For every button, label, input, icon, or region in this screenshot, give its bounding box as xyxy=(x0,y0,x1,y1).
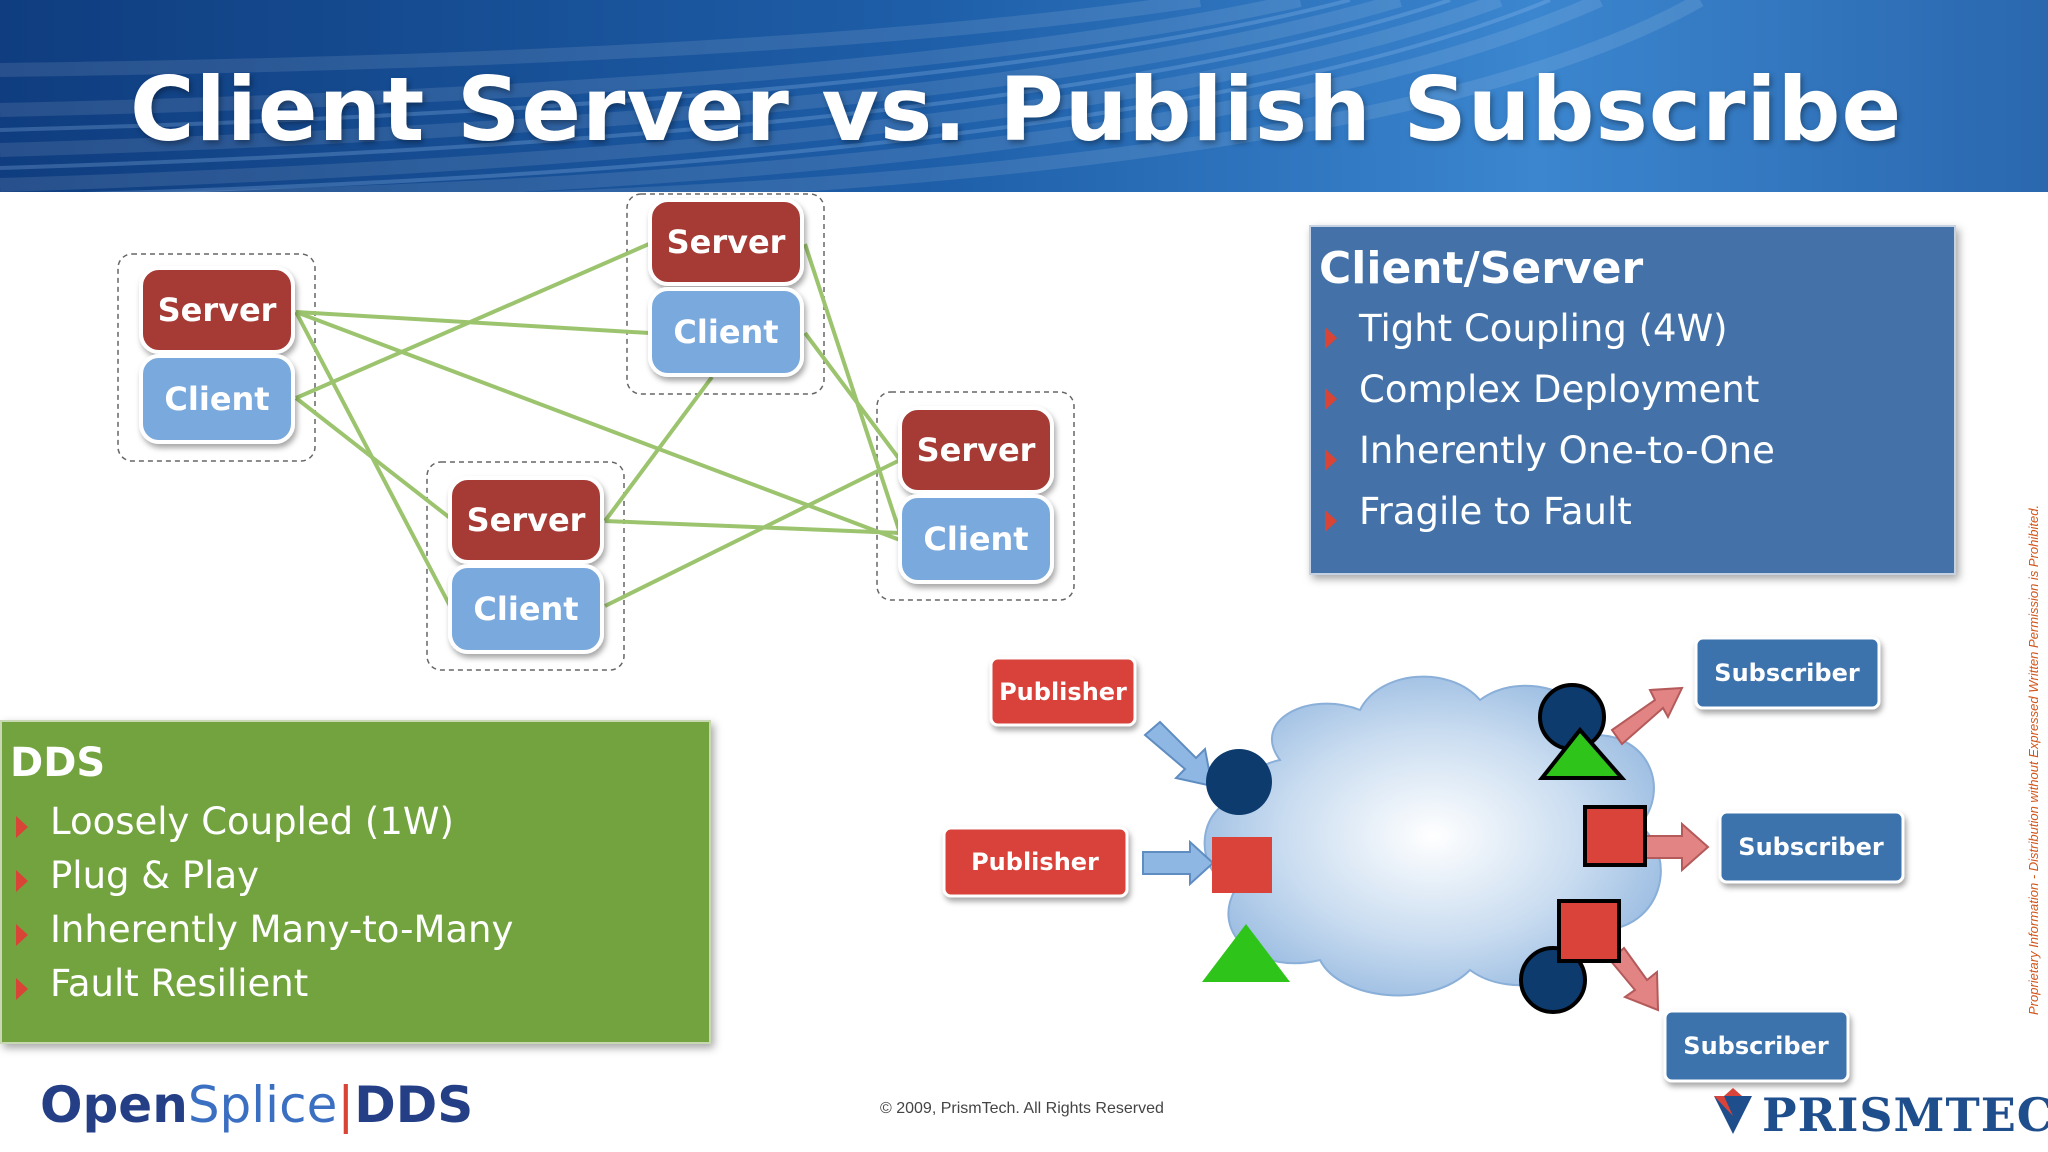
prismtech-logo-text: PRISMTECH xyxy=(1762,1088,2048,1142)
topic-square-shape xyxy=(1557,899,1621,963)
client-label: Client xyxy=(473,590,578,628)
subscriber-node xyxy=(1694,636,1881,710)
header-background-pattern xyxy=(0,0,1704,192)
dds-panel: DDS Loosely Coupled (1W) Plug & Play Inh… xyxy=(0,720,711,1044)
publisher-label: Publisher xyxy=(971,848,1099,876)
cs-group-outline-3 xyxy=(426,461,625,671)
bullet-arrow-icon xyxy=(16,924,28,946)
publisher-node xyxy=(989,656,1137,727)
logo-dds-text: DDS xyxy=(354,1076,474,1134)
publisher-node xyxy=(942,826,1129,898)
subscriber-arrow xyxy=(1610,686,1684,746)
logo-separator: | xyxy=(337,1076,355,1134)
server-label: Server xyxy=(467,501,586,539)
server-label: Server xyxy=(667,223,786,261)
bullet-text: Fragile to Fault xyxy=(1359,490,1632,533)
client-server-panel: Client/Server Tight Coupling (4W) Comple… xyxy=(1309,225,1956,575)
bullet-text: Plug & Play xyxy=(50,854,260,897)
client-node xyxy=(648,287,804,377)
client-node xyxy=(898,494,1054,584)
publisher-label: Publisher xyxy=(999,678,1127,706)
client-server-heading: Client/Server xyxy=(1319,243,1644,294)
bullet-arrow-icon xyxy=(16,870,28,892)
cs-group-outline-1 xyxy=(117,253,316,462)
bullet-arrow-icon xyxy=(1325,509,1337,532)
copyright-text: © 2009, PrismTech. All Rights Reserved xyxy=(880,1100,1164,1117)
bullet-text: Loosely Coupled (1W) xyxy=(50,800,454,843)
client-node xyxy=(139,354,295,444)
cs-group-outline-4 xyxy=(876,391,1075,601)
bullet-text: Inherently One-to-One xyxy=(1359,429,1775,472)
header-banner: Client Server vs. Publish Subscribe xyxy=(0,0,2048,192)
server-node xyxy=(648,198,804,286)
subscriber-node xyxy=(1718,810,1905,884)
cs-group-outline-2 xyxy=(626,193,825,395)
client-label: Client xyxy=(673,313,778,351)
topic-square-shape xyxy=(1583,805,1647,867)
server-label: Server xyxy=(917,431,1036,469)
client-label: Client xyxy=(923,520,1028,558)
server-node xyxy=(448,476,604,564)
server-label: Server xyxy=(158,291,277,329)
opensplice-dds-logo: OpenSplice|DDS xyxy=(40,1076,473,1134)
proprietary-notice: Proprietary Information - Distribution w… xyxy=(2026,504,2041,1015)
client-label: Client xyxy=(164,380,269,418)
client-node xyxy=(448,564,604,654)
subscriber-label: Subscriber xyxy=(1714,659,1860,687)
subscriber-node xyxy=(1663,1009,1850,1083)
dds-heading: DDS xyxy=(10,740,106,786)
logo-splice-text: Splice xyxy=(187,1076,338,1134)
subscriber-label: Subscriber xyxy=(1738,833,1884,861)
topic-square-shape xyxy=(1212,837,1272,893)
publisher-arrow xyxy=(1142,839,1215,887)
bullet-text: Inherently Many-to-Many xyxy=(50,908,514,951)
bullet-arrow-icon xyxy=(16,816,28,838)
bullet-text: Fault Resilient xyxy=(50,962,309,1005)
topic-triangle-shape xyxy=(1537,726,1627,780)
bullet-text: Complex Deployment xyxy=(1359,368,1760,411)
bullet-arrow-icon xyxy=(1325,326,1337,349)
prismtech-logo-icon xyxy=(1714,1088,1752,1134)
topic-triangle-shape xyxy=(1202,924,1290,982)
logo-open-text: Open xyxy=(40,1076,188,1134)
subscriber-arrow xyxy=(1608,946,1660,1012)
page-title: Client Server vs. Publish Subscribe xyxy=(130,58,1903,161)
server-node xyxy=(139,266,295,354)
cs-connectors xyxy=(294,242,902,608)
bullet-arrow-icon xyxy=(1325,387,1337,410)
topic-circle-shape xyxy=(1519,946,1587,1014)
server-node xyxy=(898,406,1054,494)
bullet-text: Tight Coupling (4W) xyxy=(1359,307,1728,350)
bullet-arrow-icon xyxy=(1325,448,1337,471)
publisher-arrow xyxy=(1143,720,1214,788)
prismtech-logo: PRISMTECH xyxy=(1710,1088,2048,1142)
subscriber-label: Subscriber xyxy=(1683,1032,1829,1060)
bullet-arrow-icon xyxy=(16,978,28,1000)
topic-circle-shape xyxy=(1206,749,1272,815)
